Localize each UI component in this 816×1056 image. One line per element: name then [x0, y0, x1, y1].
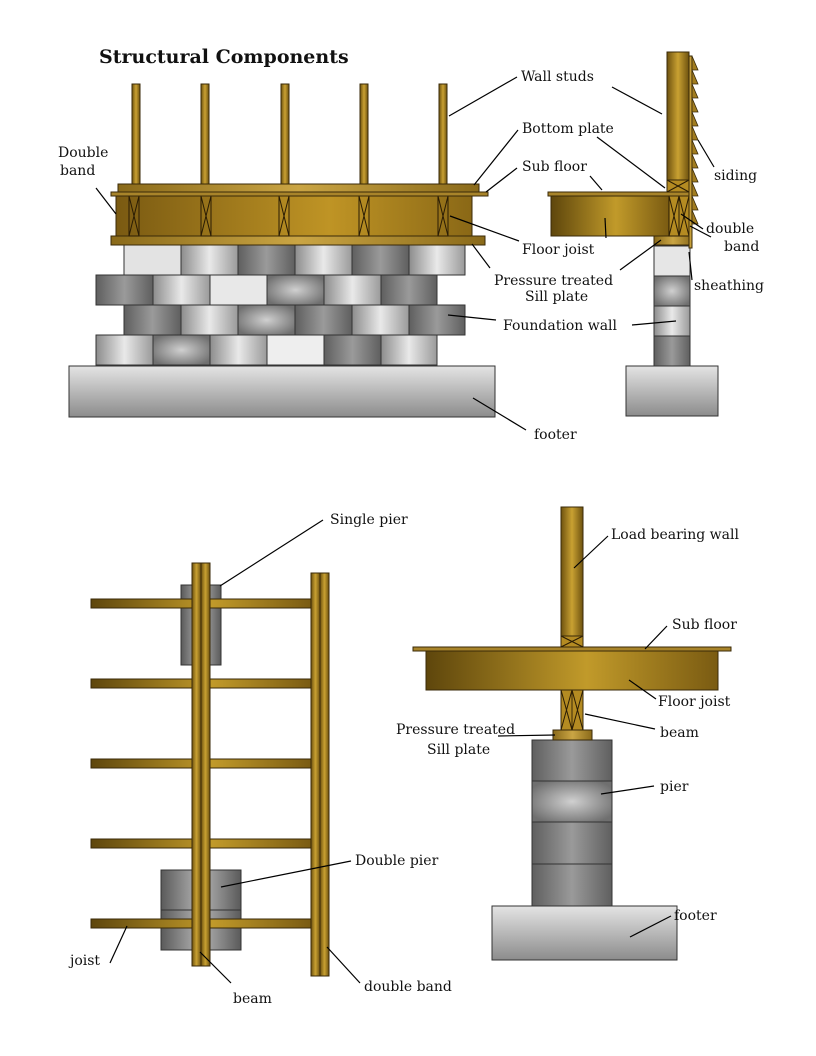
label-wall-studs: Wall studs	[521, 69, 594, 85]
label-double-pier: Double pier	[355, 853, 439, 869]
leader-lines	[95, 76, 715, 984]
double-band	[115, 195, 473, 237]
label-footer: footer	[534, 427, 577, 443]
label-double-band-3: double band	[364, 979, 452, 995]
labels: Wall studs Bottom plate Sub floor Double…	[58, 69, 764, 1007]
footer-block	[68, 365, 496, 418]
pier-footer	[491, 905, 678, 961]
label-sill-line2: Sill plate	[525, 289, 588, 305]
label-double-band-2-line1: double	[706, 221, 754, 237]
label-beam: beam	[233, 991, 272, 1007]
label-floor-joist-2: Floor joist	[658, 694, 731, 710]
label-sill-2-line1: Pressure treated	[396, 722, 515, 738]
label-joist: joist	[68, 953, 100, 969]
label-bottom-plate: Bottom plate	[522, 121, 614, 137]
sub-floor	[110, 191, 489, 197]
siding	[691, 55, 699, 225]
foundation-wall	[95, 244, 466, 366]
section-footer	[625, 365, 719, 417]
plan-beam	[191, 562, 202, 967]
label-double-band-line2: band	[60, 163, 95, 179]
label-load-bearing-wall: Load bearing wall	[611, 527, 739, 543]
label-floor-joist: Floor joist	[522, 242, 595, 258]
sill-plate	[110, 235, 486, 246]
bottom-left-plan	[90, 562, 330, 977]
label-pier: pier	[660, 779, 689, 795]
label-sill-2-line2: Sill plate	[427, 742, 490, 758]
wall-studs	[131, 83, 448, 185]
label-beam-2: beam	[660, 725, 699, 741]
section-floor-joist	[550, 195, 670, 237]
label-sub-floor: Sub floor	[522, 159, 587, 175]
pier-block	[531, 780, 613, 823]
bottom-right-section	[412, 506, 732, 961]
label-foundation-wall: Foundation wall	[503, 318, 618, 334]
label-siding: siding	[714, 168, 757, 184]
load-bearing-wall	[560, 506, 584, 637]
section-stud	[666, 51, 690, 181]
top-right-section	[547, 51, 719, 417]
pier-floor-joist	[425, 650, 719, 691]
bottom-plate	[117, 183, 480, 193]
label-sill-line1: Pressure treated	[494, 273, 613, 289]
label-single-pier: Single pier	[330, 512, 408, 528]
label-double-band-line1: Double	[58, 145, 108, 161]
label-sub-floor-2: Sub floor	[672, 617, 737, 633]
label-sheathing: sheathing	[694, 278, 764, 294]
label-footer-2: footer	[674, 908, 717, 924]
plan-double-band	[310, 572, 321, 977]
top-left-elevation	[68, 83, 496, 418]
page-title: Structural Components	[99, 46, 349, 68]
label-double-band-2-line2: band	[724, 239, 759, 255]
